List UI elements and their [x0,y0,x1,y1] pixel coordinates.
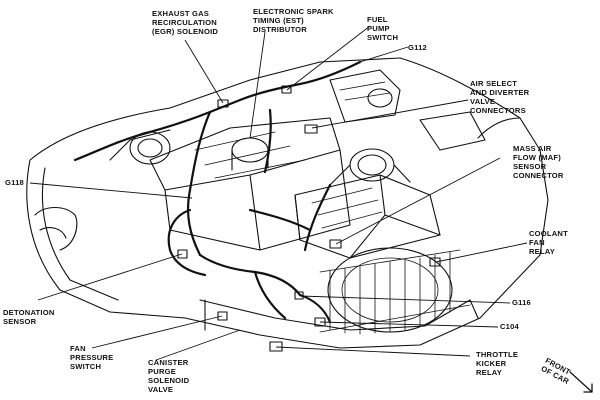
connector-air-select [304,124,318,134]
label-coolant-fan-relay: COOLANT FAN RELAY [529,229,568,256]
leader-detonation [37,253,183,301]
leader-fuel-pump [286,25,371,91]
connector-egr [217,99,229,108]
left-fender [29,57,401,161]
maf-tube [349,148,395,182]
leader-egr [184,39,224,104]
intake-plenum [149,117,341,191]
leader-g116 [299,295,511,304]
distributor [231,137,269,163]
label-g118: G118 [5,178,24,187]
leader-g118 [29,182,193,199]
label-detonation-sensor: DETONATION SENSOR [3,308,55,326]
label-throttle-kicker-relay: THROTTLE KICKER RELAY [476,350,519,377]
connector-detonation [177,249,188,259]
label-air-select-connectors: AIR SELECT AND DIVERTER VALVE CONNECTORS [470,79,530,115]
label-g112: G112 [408,43,427,52]
right-components [329,69,401,123]
leader-canister [155,329,241,361]
label-egr-solenoid: EXHAUST GAS RECIRCULATION (EGR) SOLENOID [152,9,219,36]
leader-throttle [275,346,471,357]
leader-air-select [311,99,469,129]
leader-fan-pressure [91,315,223,349]
connector-maf [329,239,342,249]
label-est-distributor: ELECTRONIC SPARK TIMING (EST) DISTRIBUTO… [253,7,334,34]
air-cleaner [294,174,441,259]
label-maf-connector: MASS AIR FLOW (MAF) SENSOR CONNECTOR [513,144,564,180]
radiator-support [184,254,541,349]
label-fan-pressure-switch: FAN PRESSURE SWITCH [70,344,114,371]
leader-est [249,31,266,139]
leader-g112 [359,46,409,63]
front-of-car-arrow [569,371,593,393]
leader-c104 [319,321,499,328]
connector-throttle [269,341,283,352]
label-g116: G116 [512,298,531,307]
connector-fuel-pump [281,85,292,94]
connector-canister [217,311,228,321]
label-c104: C104 [500,322,519,331]
label-fuel-pump-switch: FUEL PUMP SWITCH [367,15,399,42]
connector-g116 [294,291,304,300]
left-wheelwell [34,206,78,251]
label-canister-purge-valve: CANISTER PURGE SOLENOID VALVE [148,358,190,394]
leader-coolant [435,242,528,263]
leader-maf [335,157,501,245]
connector-coolant [429,257,441,267]
right-fender [399,57,549,256]
